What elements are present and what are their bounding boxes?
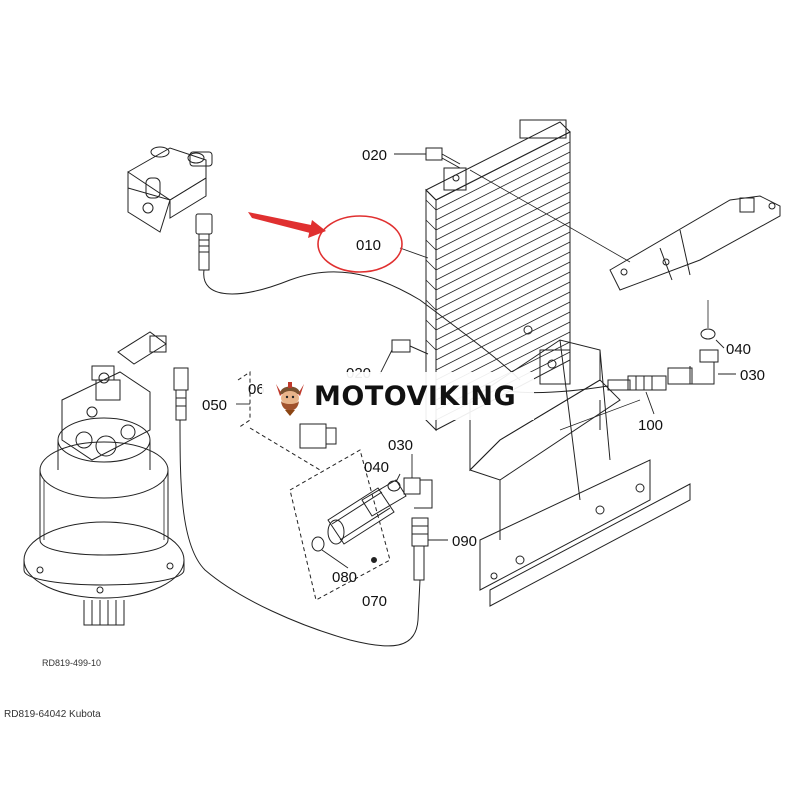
callout-labels: 020 010 020 040 030 100 050 06 030 040 0… [202, 147, 765, 610]
watermark-text: MOTOVIKING [314, 380, 517, 412]
mounting-bracket [469, 169, 781, 291]
highlight-arrow [248, 212, 316, 234]
motor-fitting [91, 331, 167, 384]
callout-080: 080 [332, 569, 357, 586]
bolt-020-top [425, 147, 461, 169]
viking-head-logo [276, 382, 304, 416]
hose-lower [179, 419, 421, 647]
callout-030-mid: 030 [388, 437, 413, 454]
callout-030-right: 030 [740, 367, 765, 384]
valve-block [127, 146, 213, 271]
support-frame [469, 339, 691, 607]
callout-100: 100 [638, 417, 663, 434]
highlight-marker [248, 212, 403, 273]
callout-010: 010 [356, 237, 381, 254]
callout-050: 050 [202, 397, 227, 414]
footer-caption: RD819-64042 Kubota [4, 709, 101, 720]
callout-090: 090 [452, 533, 477, 550]
hose-upper [203, 269, 521, 381]
motor-hose-fitting [173, 367, 189, 421]
oil-cooler-radiator [425, 119, 571, 432]
oring-040-mid [387, 480, 401, 492]
leader-lines [236, 153, 736, 569]
callout-040-mid: 040 [364, 459, 389, 476]
swing-motor [23, 371, 185, 626]
callout-020-top: 020 [362, 147, 387, 164]
callout-070: 070 [362, 593, 387, 610]
oring-040-right [700, 328, 716, 340]
hose-fitting-100 [607, 375, 667, 391]
callout-040-right: 040 [726, 341, 751, 358]
watermark: MOTOVIKING [262, 372, 534, 420]
callout-060: 06 [248, 381, 265, 398]
highlight-circle [317, 215, 403, 273]
filter-070 [327, 487, 395, 545]
drawing-code: RD819-499-10 [42, 658, 102, 668]
filter-group [237, 371, 407, 601]
bolt-020-mid [391, 339, 429, 355]
elbow-030-right [667, 349, 719, 385]
elbow-030-mid [403, 477, 433, 509]
hose-fitting-090 [411, 517, 429, 581]
